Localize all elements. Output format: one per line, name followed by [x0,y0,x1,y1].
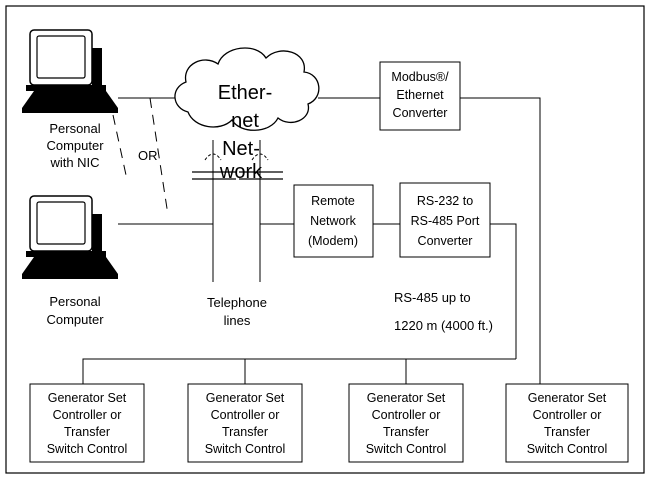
cloud-label-line2: net [231,110,259,132]
controller-3-line2: Controller or [372,408,441,422]
controller-4-line4: Switch Control [527,442,608,456]
pc-top-label-line1: Personal [49,121,100,136]
rs232-converter-line3: Converter [418,234,473,248]
controller-4-line2: Controller or [533,408,602,422]
remote-network-line1: Remote [311,194,355,208]
controller-4-line1: Generator Set [528,391,607,405]
controller-2-line2: Controller or [211,408,280,422]
telephone-label-line1: Telephone [207,295,267,310]
controller-4-line3: Transfer [544,425,590,439]
cloud-label-line1: Ether- [218,82,272,104]
rs232-to-bus-line [490,223,517,359]
controller-3-line1: Generator Set [367,391,446,405]
modbus-to-controller4-line [460,97,541,384]
controller-box-4: Generator Set Controller or Transfer Swi… [505,383,629,463]
telephone-label-line2: lines [224,313,251,328]
rs485-note-line1: RS-485 up to [394,290,471,305]
controller-1-line3: Transfer [64,425,110,439]
rs232-converter-line2: RS-485 Port [411,214,480,228]
pc-bottom-label-line1: Personal [49,294,100,309]
controller-3-line3: Transfer [383,425,429,439]
rs232-converter-line1: RS-232 to [417,194,473,208]
controller-1-line4: Switch Control [47,442,128,456]
controller-box-2: Generator Set Controller or Transfer Swi… [187,383,303,463]
pc-top-label-line3: with NIC [49,155,99,170]
diagram-frame [5,5,645,474]
cloud-label-line3: Net- [222,138,260,160]
controller-2-line1: Generator Set [206,391,285,405]
or-label: OR [138,148,158,163]
remote-network-line2: Network [310,214,357,228]
remote-network-box [293,184,374,258]
modbus-converter-line1: Modbus®/ [391,70,449,84]
rs485-bus-line [82,358,516,384]
rs232-converter-box [399,182,491,258]
cloud-label-line4: work [219,161,263,183]
modbus-converter-box [379,61,461,131]
pc-bottom-label-line2: Computer [46,312,104,327]
phone-jack-left-icon [192,153,236,180]
controller-2-line4: Switch Control [205,442,286,456]
computer-bottom-icon [22,195,118,279]
modbus-converter-line3: Converter [393,106,448,120]
controller-box-1: Generator Set Controller or Transfer Swi… [29,383,145,463]
remote-network-line3: (Modem) [308,234,358,248]
or-dashed-line-b [112,114,127,176]
controller-1-line2: Controller or [53,408,122,422]
ethernet-cloud-icon [174,47,320,131]
or-dashed-line-a [149,97,169,216]
controller-1-line1: Generator Set [48,391,127,405]
modbus-converter-line2: Ethernet [396,88,444,102]
rs485-note-line2: 1220 m (4000 ft.) [394,318,493,333]
phone-jack-right-icon [239,153,283,180]
pc-top-label-line2: Computer [46,138,104,153]
computer-top-icon [22,29,118,113]
controller-2-line3: Transfer [222,425,268,439]
controller-box-3: Generator Set Controller or Transfer Swi… [348,383,464,463]
controller-3-line4: Switch Control [366,442,447,456]
